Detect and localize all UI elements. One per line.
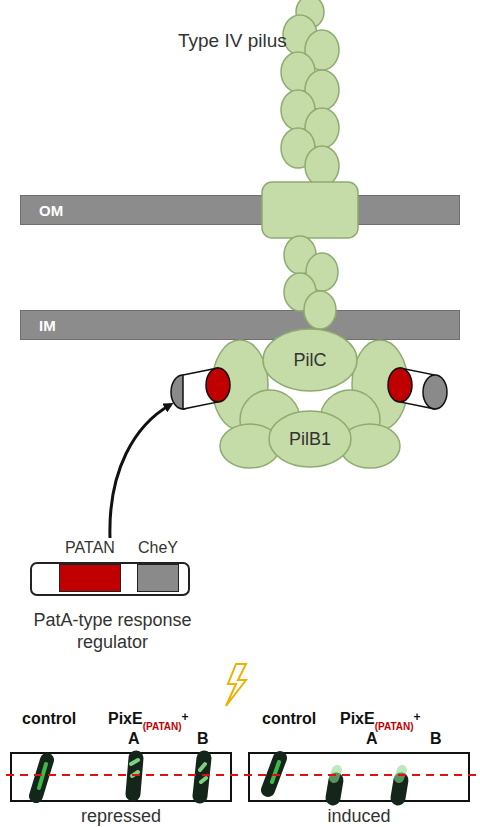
sample-label: control xyxy=(262,710,316,728)
protein-ellipse: PilB1 xyxy=(268,410,352,468)
protein-label: PilB1 xyxy=(289,429,331,450)
sample-label: A xyxy=(128,730,140,748)
membrane-label: IM xyxy=(39,317,56,334)
domain-label: PATAN xyxy=(45,539,135,557)
domain-segment: CheY xyxy=(133,539,183,597)
sample-label: B xyxy=(197,730,209,748)
membrane-label: OM xyxy=(39,202,63,219)
strain-label-part: + xyxy=(182,710,189,724)
structure-title: Type IV pilus xyxy=(178,30,287,52)
panel-caption: induced xyxy=(250,806,468,827)
regulator-label: PatA-type response regulator xyxy=(25,609,200,653)
strain-label-part: (PATAN) xyxy=(375,721,414,732)
strain-label: PixE(PATAN)+ xyxy=(340,710,421,730)
membrane-band: IM xyxy=(20,310,460,340)
domain-fill xyxy=(59,564,121,592)
sample-label: A xyxy=(366,730,378,748)
panel-caption: repressed xyxy=(12,806,230,827)
strain-label-part: + xyxy=(414,710,421,724)
regulator-group: PatA-type response regulator PATANCheY xyxy=(25,535,200,670)
sample-label: B xyxy=(430,730,442,748)
domain-fill xyxy=(137,564,179,592)
strain-label-part: PixE xyxy=(340,710,375,730)
strain-label-part: PixE xyxy=(108,710,143,730)
domain-label: CheY xyxy=(123,539,193,557)
strain-label: PixE(PATAN)+ xyxy=(108,710,189,730)
sample-label: control xyxy=(22,710,76,728)
protein-label: PilC xyxy=(293,350,326,371)
protein-ellipse: PilC xyxy=(262,328,358,392)
membrane-band: OM xyxy=(20,195,460,225)
domain-segment: PATAN xyxy=(55,539,125,597)
strain-label-part: (PATAN) xyxy=(143,721,182,732)
